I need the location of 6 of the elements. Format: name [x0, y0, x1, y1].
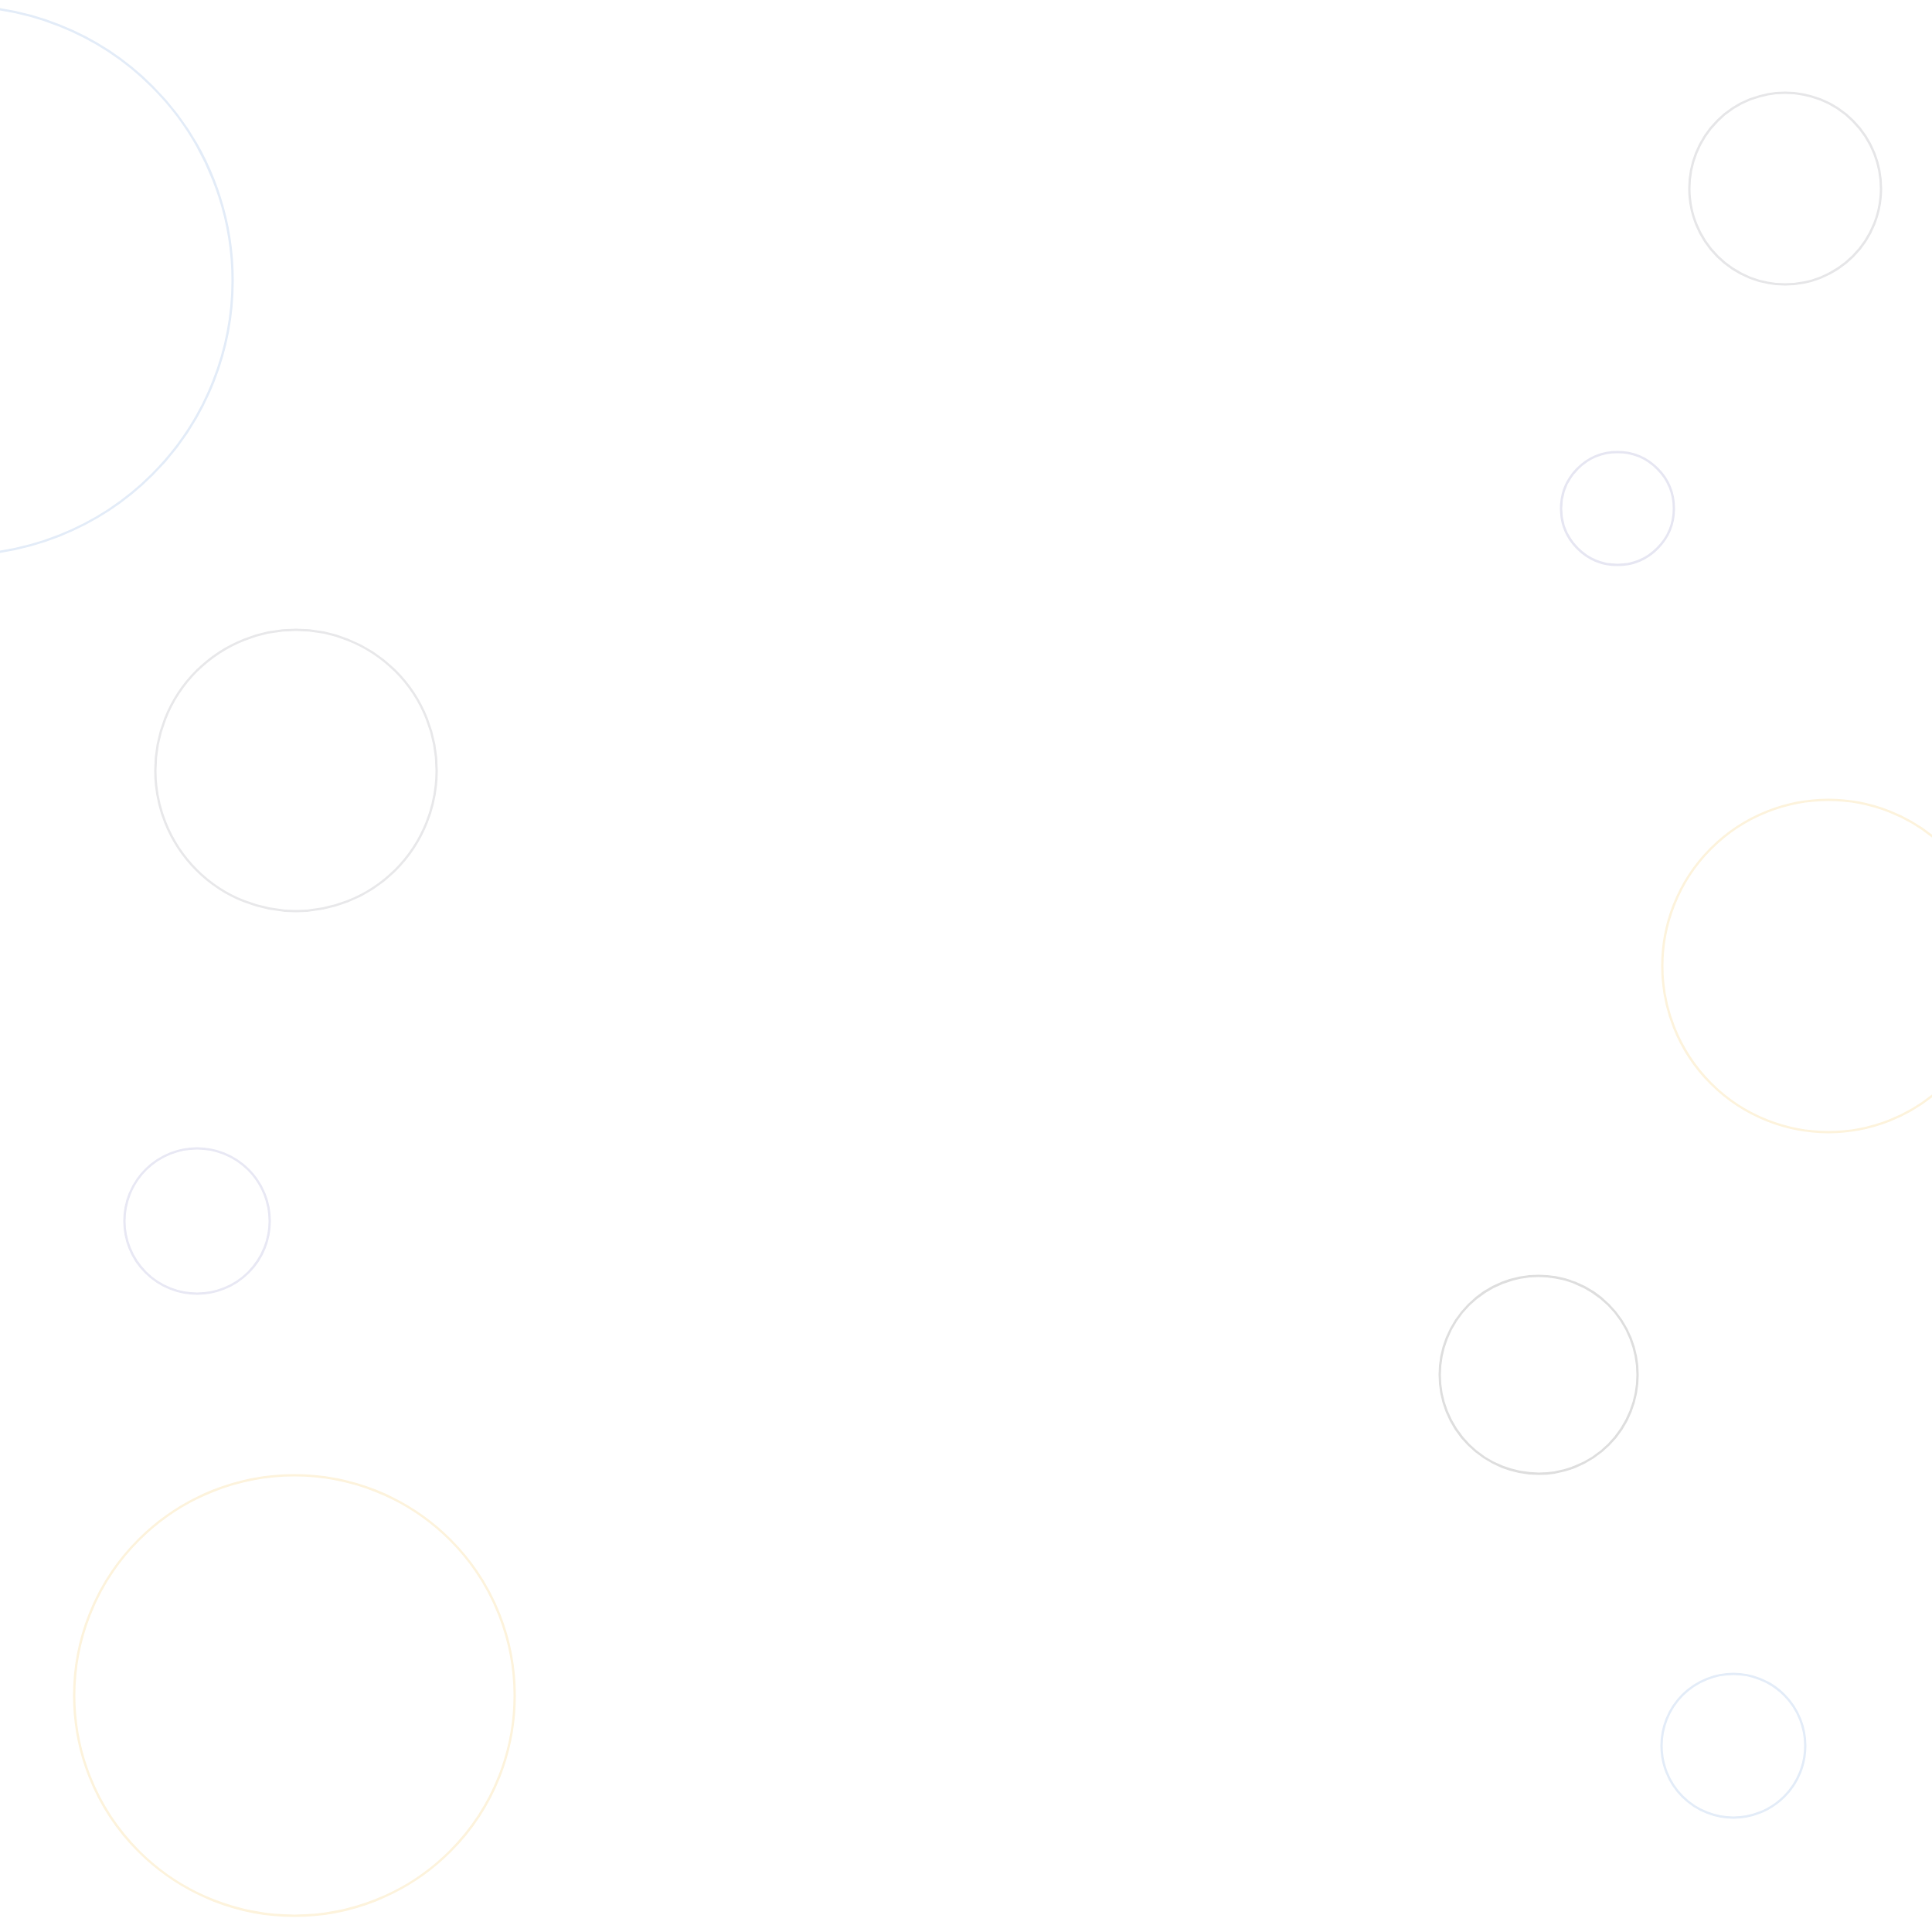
- circle-outline: [73, 1474, 516, 1917]
- circle-outline: [1688, 91, 1883, 286]
- circle-outline: [1560, 451, 1675, 566]
- circle-outline: [1660, 1672, 1807, 1819]
- circle-outline: [1661, 798, 1932, 1134]
- circle-outline: [1438, 1274, 1639, 1475]
